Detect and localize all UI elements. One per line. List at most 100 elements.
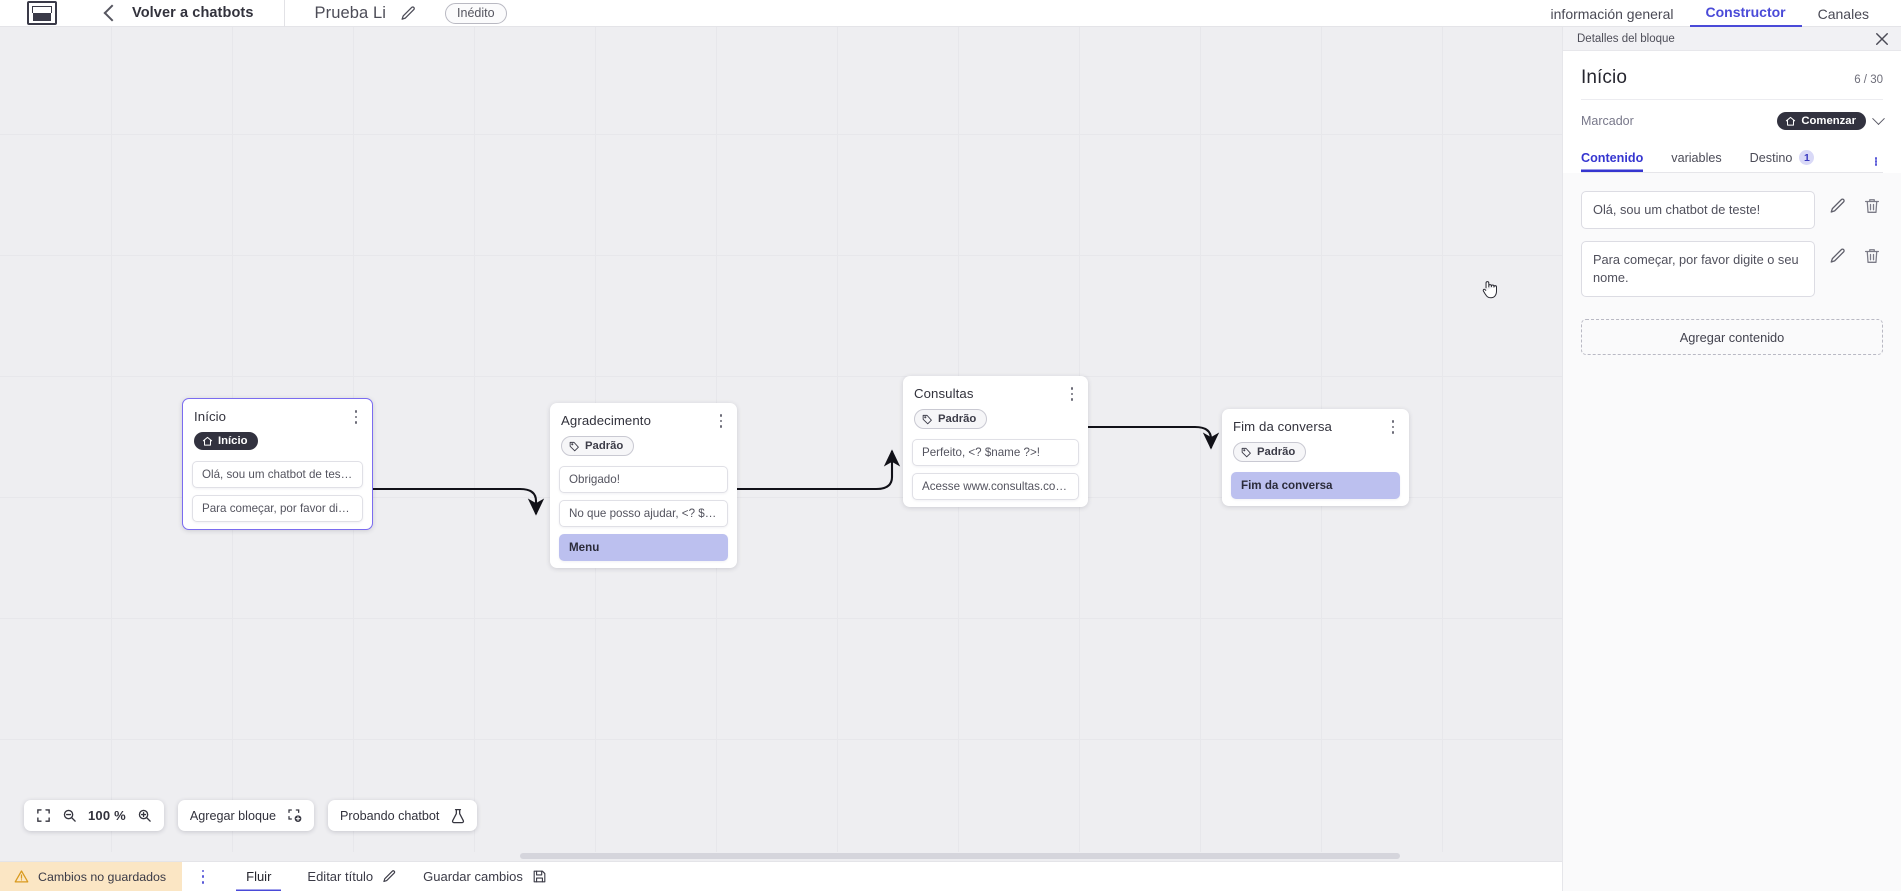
test-chatbot-label: Probando chatbot (340, 808, 440, 823)
tab-informacion-general[interactable]: información general (1550, 6, 1674, 22)
pencil-icon[interactable] (400, 5, 417, 22)
panel-header: Detalles del bloque (1563, 27, 1901, 51)
add-content-button[interactable]: Agregar contenido (1581, 319, 1883, 356)
flow-node-consultas[interactable]: Consultas Padrão Perfeito, <? $name ?>! … (903, 376, 1088, 507)
add-block-icon (287, 808, 302, 823)
canvas-toolbar: 100 % Agregar bloque Pro (24, 800, 478, 831)
node-kebab-menu-icon[interactable] (714, 413, 728, 429)
edit-title-button[interactable]: Editar título (307, 862, 397, 891)
scrollbar-thumb[interactable] (520, 853, 1400, 859)
home-icon (202, 436, 213, 446)
content-item: Para começar, por favor digite o seu nom… (1581, 241, 1883, 298)
flow-canvas[interactable]: Início Início Olá, sou um chatbot de tes… (0, 27, 1562, 861)
marker-control: Comenzar (1777, 111, 1885, 130)
save-disk-icon (533, 870, 546, 883)
kebab-menu-icon[interactable] (1869, 154, 1883, 172)
tab-variables-label: variables (1671, 151, 1722, 165)
add-block-button[interactable]: Agregar bloque (177, 800, 314, 831)
status-badge: Inédito (445, 2, 507, 24)
tab-variables[interactable]: variables (1671, 145, 1721, 172)
canvas-horizontal-scrollbar[interactable] (0, 852, 1562, 861)
topbar: Volver a chatbots Prueba Li Inédito info… (0, 0, 1901, 27)
block-title: Início (1581, 67, 1628, 88)
node-message[interactable]: No que posso ajudar, <? $name ... (559, 499, 728, 527)
node-tag-padrao: Padrão (1233, 442, 1307, 462)
save-changes-label: Guardar cambios (423, 868, 523, 884)
node-message[interactable]: Acesse www.consultas.com par... (912, 472, 1079, 500)
node-tag-label: Início (218, 435, 248, 447)
close-icon[interactable] (1873, 30, 1891, 48)
tab-contenido-label: Contenido (1581, 151, 1644, 165)
fit-screen-icon[interactable] (36, 808, 51, 823)
node-message[interactable]: Perfeito, <? $name ?>! (912, 438, 1079, 466)
trash-icon[interactable] (1863, 197, 1883, 217)
node-messages: Perfeito, <? $name ?>! Acesse www.consul… (903, 438, 1088, 500)
node-header: Fim da conversa Padrão (1222, 409, 1409, 463)
node-message-fim[interactable]: Fim da conversa (1231, 471, 1400, 499)
node-title: Início (194, 409, 227, 424)
flask-icon (450, 808, 465, 824)
unsaved-changes-indicator: Cambios no guardados (0, 861, 183, 891)
node-message-menu[interactable]: Menu (559, 533, 728, 561)
node-header: Consultas Padrão (903, 376, 1088, 430)
bottom-tab-fluir[interactable]: Fluir (236, 862, 281, 891)
panel-tabs: Contenido variables Destino 1 (1581, 140, 1883, 173)
app-logo-icon[interactable] (27, 1, 57, 25)
marker-label: Marcador (1581, 114, 1634, 128)
chevron-down-icon[interactable] (1872, 111, 1885, 125)
node-messages: Obrigado! No que posso ajudar, <? $name … (550, 465, 737, 561)
node-tag-padrao: Padrão (561, 436, 635, 456)
node-title: Consultas (914, 386, 974, 401)
node-message[interactable]: Olá, sou um chatbot de teste! (192, 460, 363, 488)
node-kebab-menu-icon[interactable] (1065, 386, 1079, 402)
node-header: Início Início (183, 399, 372, 452)
tab-contenido[interactable]: Contenido (1581, 145, 1643, 172)
unsaved-changes-label: Cambios no guardados (38, 869, 167, 884)
node-header: Agradecimento Padrão (550, 403, 737, 457)
char-counter: 6 / 30 (1854, 74, 1883, 86)
test-chatbot-button[interactable]: Probando chatbot (328, 800, 478, 831)
node-tag-label: Padrão (938, 413, 977, 425)
back-to-chatbots-link[interactable]: Volver a chatbots (132, 5, 254, 21)
node-message[interactable]: Obrigado! (559, 465, 728, 493)
kebab-menu-icon[interactable] (196, 869, 210, 885)
pencil-icon[interactable] (1829, 197, 1849, 217)
tab-canales[interactable]: Canales (1817, 6, 1869, 22)
marker-row: Marcador Comenzar (1581, 100, 1885, 140)
panel-title-row: Início 6 / 30 (1581, 51, 1883, 100)
bottom-bar: Cambios no guardados Fluir Editar título… (0, 861, 1562, 891)
content-item-text[interactable]: Para começar, por favor digite o seu nom… (1581, 241, 1815, 298)
content-list: Olá, sou um chatbot de teste! Para começ… (1563, 173, 1901, 298)
home-icon (1786, 116, 1796, 126)
zoom-out-icon[interactable] (62, 808, 77, 823)
zoom-in-icon[interactable] (137, 808, 152, 823)
edit-title-label: Editar título (307, 868, 374, 884)
pencil-icon[interactable] (1829, 247, 1849, 267)
content-item-text[interactable]: Olá, sou um chatbot de teste! (1581, 191, 1815, 230)
chevron-left-icon[interactable] (103, 4, 121, 22)
node-kebab-menu-icon[interactable] (349, 409, 363, 425)
node-title: Fim da conversa (1233, 419, 1332, 434)
top-tabs: información general Constructor Canales (1535, 0, 1901, 27)
bottom-tab-fluir-label: Fluir (246, 868, 272, 884)
page-title: Prueba Li (314, 3, 387, 22)
node-tag-label: Padrão (1257, 446, 1296, 458)
node-messages: Olá, sou um chatbot de teste! Para começ… (183, 460, 372, 522)
tag-icon (1241, 447, 1251, 457)
marker-value-badge[interactable]: Comenzar (1777, 112, 1866, 130)
save-changes-button[interactable]: Guardar cambios (423, 862, 547, 891)
node-message[interactable]: Para começar, por favor digite o ... (192, 494, 363, 522)
flow-node-agradecimento[interactable]: Agradecimento Padrão Obrigado! No que po… (550, 403, 737, 568)
zoom-level: 100 % (88, 808, 126, 823)
tab-destino[interactable]: Destino 1 (1750, 144, 1815, 172)
destino-count-badge: 1 (1799, 150, 1815, 165)
content-item: Olá, sou um chatbot de teste! (1581, 191, 1883, 230)
trash-icon[interactable] (1863, 247, 1883, 267)
tag-icon (922, 414, 932, 424)
node-kebab-menu-icon[interactable] (1386, 419, 1400, 435)
node-messages: Fim da conversa (1222, 471, 1409, 499)
node-tag-label: Padrão (585, 440, 624, 452)
flow-node-fim-da-conversa[interactable]: Fim da conversa Padrão Fim da conversa (1222, 409, 1409, 506)
flow-node-inicio[interactable]: Início Início Olá, sou um chatbot de tes… (182, 398, 373, 530)
tab-constructor[interactable]: Constructor (1689, 4, 1802, 27)
